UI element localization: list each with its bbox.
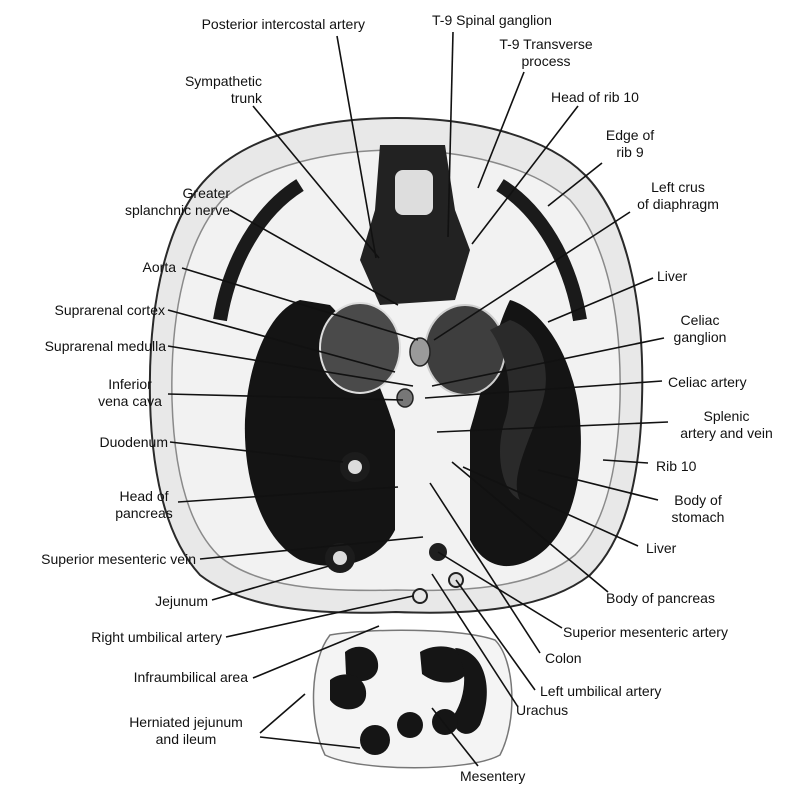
- label-rib-10: Rib 10: [656, 458, 697, 474]
- leader-herniated-2: [259, 736, 361, 749]
- suprarenal-left: [424, 304, 506, 396]
- ivc-vessel: [396, 388, 414, 408]
- leader-urachus: [431, 573, 519, 708]
- label-greater-splanchnic-nerve: Greater splanchnic nerve: [124, 185, 230, 218]
- label-body-of-stomach: Body of stomach: [671, 492, 725, 525]
- label-head-of-rib-10: Head of rib 10: [551, 89, 639, 105]
- leader-duodenum: [169, 441, 344, 463]
- duodenum-lumen: [348, 460, 362, 474]
- leader-mesentery: [431, 707, 479, 767]
- loop-7: [360, 725, 390, 755]
- urachus-structure: [412, 588, 428, 604]
- leader-t9-transverse-process: [477, 71, 525, 189]
- label-herniated-jejunum-and-ileum: Herniated jejunum and ileum: [129, 714, 243, 747]
- label-suprarenal-cortex: Suprarenal cortex: [54, 302, 165, 318]
- leader-splenic-artery-and-vein: [436, 421, 669, 433]
- suprarenal-right: [319, 302, 401, 394]
- leader-celiac-artery: [424, 380, 663, 399]
- loop-2: [330, 674, 367, 710]
- label-liver-upper: Liver: [657, 268, 688, 284]
- label-splenic-artery-and-vein: Splenic artery and vein: [680, 408, 773, 441]
- loop-4: [452, 648, 487, 734]
- leader-lines: [167, 31, 669, 767]
- hernia-section: [312, 629, 513, 769]
- leader-celiac-ganglion: [431, 337, 665, 387]
- spinal-canal: [395, 170, 433, 215]
- label-edge-of-rib-9: Edge of rib 9: [605, 127, 655, 160]
- leader-left-umbilical-artery: [455, 579, 536, 691]
- leader-body-of-pancreas: [451, 461, 609, 593]
- loop-3: [420, 646, 469, 683]
- label-left-crus-of-diaphragm: Left crus of diaphragm: [637, 179, 719, 212]
- label-aorta: Aorta: [142, 259, 176, 275]
- label-mesentery: Mesentery: [460, 768, 526, 784]
- label-superior-mesenteric-artery: Superior mesenteric artery: [563, 624, 728, 640]
- vertebra: [360, 145, 470, 305]
- label-inferior-vena-cava: Inferior vena cava: [98, 376, 162, 409]
- label-urachus: Urachus: [516, 702, 569, 718]
- label-sympathetic-trunk: Sympathetic trunk: [184, 73, 262, 106]
- leader-jejunum: [211, 565, 330, 601]
- leader-t9-spinal-ganglion: [447, 31, 454, 238]
- leader-edge-of-rib-9: [547, 162, 603, 207]
- leader-suprarenal-cortex: [167, 309, 396, 373]
- leader-rib-10: [602, 459, 649, 464]
- label-superior-mesenteric-vein: Superior mesenteric vein: [41, 551, 196, 567]
- label-head-of-pancreas: Head of pancreas: [115, 488, 173, 521]
- label-liver-lower: Liver: [646, 540, 677, 556]
- leader-posterior-intercostal-artery: [336, 35, 377, 259]
- leader-head-of-pancreas: [177, 486, 399, 503]
- leader-infraumbilical-area: [252, 625, 380, 679]
- rib-right: [213, 179, 304, 322]
- leader-right-umbilical-artery: [225, 595, 414, 638]
- jejunum-lumen: [333, 551, 347, 565]
- label-posterior-intercostal-artery: Posterior intercostal artery: [201, 16, 365, 32]
- leader-inferior-vena-cava: [167, 393, 404, 401]
- leader-superior-mesenteric-vein: [199, 536, 424, 560]
- leader-left-crus-of-diaphragm: [433, 211, 631, 341]
- leader-greater-splanchnic-nerve: [229, 209, 399, 306]
- aorta-vessel: [409, 337, 431, 367]
- leader-body-of-stomach: [537, 469, 659, 501]
- label-right-umbilical-artery: Right umbilical artery: [91, 629, 222, 645]
- leader-aorta: [181, 267, 419, 341]
- label-body-of-pancreas: Body of pancreas: [606, 590, 715, 606]
- leader-colon: [429, 482, 541, 654]
- label-colon: Colon: [545, 650, 582, 666]
- label-t9-spinal-ganglion: T-9 Spinal ganglion: [432, 12, 552, 28]
- label-left-umbilical-artery: Left umbilical artery: [540, 683, 662, 699]
- label-t9-transverse-process: T-9 Transverse process: [499, 36, 593, 69]
- leader-sympathetic-trunk: [252, 105, 380, 259]
- body-section: [148, 116, 644, 614]
- leader-head-of-rib-10: [471, 105, 579, 245]
- label-jejunum: Jejunum: [155, 593, 208, 609]
- leader-liver-lower: [462, 466, 639, 547]
- label-celiac-ganglion: Celiac ganglion: [673, 312, 727, 345]
- label-celiac-artery: Celiac artery: [668, 374, 747, 390]
- label-duodenum: Duodenum: [99, 434, 169, 450]
- leader-suprarenal-medulla: [167, 345, 414, 387]
- loop-5: [397, 712, 423, 738]
- label-suprarenal-medulla: Suprarenal medulla: [44, 338, 166, 354]
- label-infraumbilical-area: Infraumbilical area: [133, 669, 248, 685]
- rib-left: [496, 179, 587, 322]
- leader-herniated-1: [259, 693, 306, 734]
- loop-1: [345, 646, 379, 682]
- leader-liver-upper: [547, 277, 654, 323]
